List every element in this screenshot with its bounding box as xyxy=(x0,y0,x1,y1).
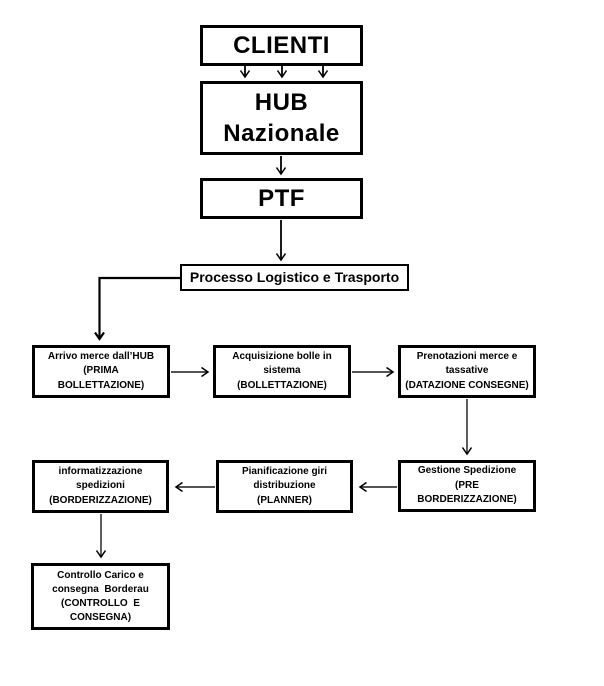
node-informatizzazione-spedizioni: informatizzazione spedizioni (BORDERIZZA… xyxy=(32,460,169,513)
edge-processo-arrivo xyxy=(94,276,180,341)
node-controllo-carico: Controllo Carico e consegna Borderau (CO… xyxy=(31,563,170,630)
node-clienti: CLIENTI xyxy=(200,25,363,66)
node-processo-logistico: Processo Logistico e Trasporto xyxy=(180,264,409,291)
node-gestione-spedizione: Gestione Spedizione (PRE BORDERIZZAZIONE… xyxy=(398,460,536,512)
node-pianificazione-giri: Pianificazione giri distribuzione (PLANN… xyxy=(216,460,353,513)
node-arrivo-merce: Arrivo merce dall’HUB (PRIMA BOLLETTAZIO… xyxy=(32,345,170,398)
node-acquisizione-bolle: Acquisizione bolle in sistema (BOLLETTAZ… xyxy=(213,345,351,398)
node-ptf: PTF xyxy=(200,178,363,219)
node-prenotazioni-merce: Prenotazioni merce e tassative (DATAZION… xyxy=(398,345,536,398)
node-hub-nazionale: HUB Nazionale xyxy=(200,81,363,155)
